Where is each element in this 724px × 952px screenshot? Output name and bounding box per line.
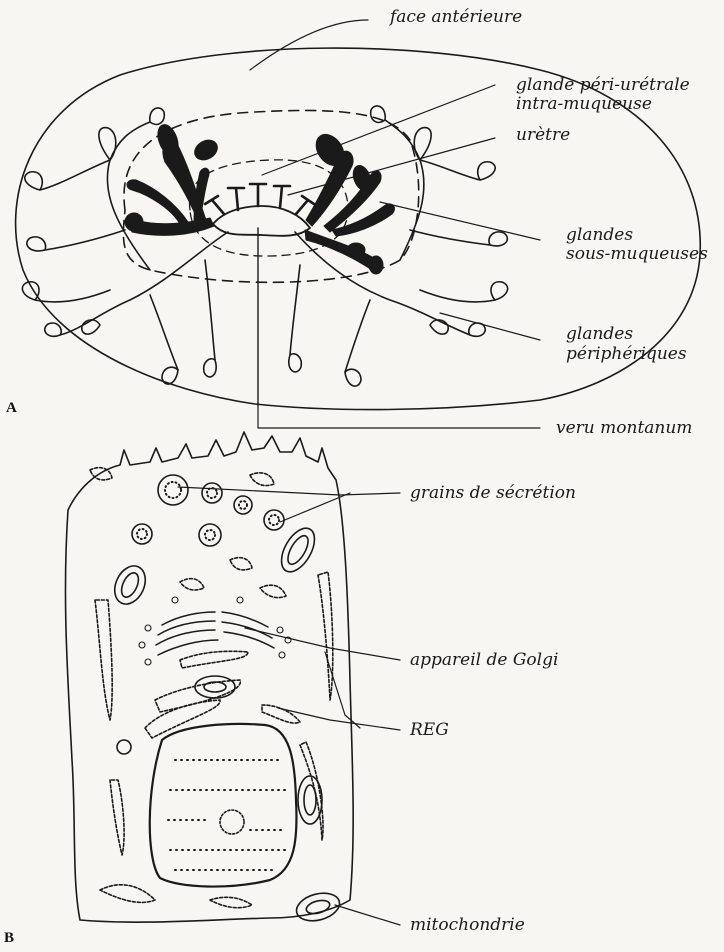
label-periurethral-gland-line2: intra-muqueuse <box>516 95 652 113</box>
secretory-cell <box>65 432 353 925</box>
label-submucosal-line2: sous-muqueuses <box>566 245 708 263</box>
label-veru-montanum: veru montanum <box>556 419 692 437</box>
chromatin-dots <box>168 760 285 870</box>
label-periurethral-gland-line1: glande péri-urétrale <box>516 76 690 94</box>
label-submucosal-line1: glandes <box>566 226 633 244</box>
label-reg: REG <box>410 721 449 739</box>
label-peripheral-line1: glandes <box>566 325 633 343</box>
label-urethra: urètre <box>516 126 570 144</box>
secretion-granules <box>117 475 284 754</box>
label-peripheral-line2: périphériques <box>566 345 687 363</box>
golgi-apparatus <box>156 612 274 655</box>
golgi-vesicles <box>139 597 291 665</box>
submucosal-glands-right <box>305 129 394 274</box>
nucleus <box>150 724 297 887</box>
rough-er <box>90 468 333 908</box>
label-golgi: appareil de Golgi <box>410 651 558 669</box>
panel-letter-a: A <box>6 400 17 417</box>
label-mitochondria: mitochondrie <box>410 916 525 934</box>
nucleolus <box>220 810 244 834</box>
label-anterior-face: face antérieure <box>390 8 522 26</box>
panel-letter-b: B <box>4 930 14 947</box>
label-secretion-granules: grains de sécrétion <box>410 484 576 502</box>
submucosal-glands-left <box>125 122 221 235</box>
